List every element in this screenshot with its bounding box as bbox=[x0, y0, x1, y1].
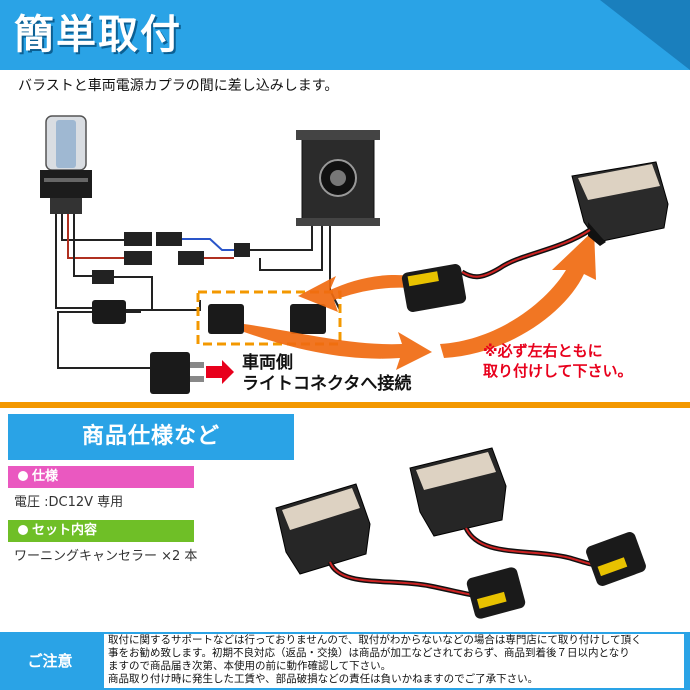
bullet-icon bbox=[18, 471, 28, 481]
install-both-sides-note: ※必ず左右ともに 取り付けして下さい。 bbox=[483, 341, 633, 381]
spec-label: 仕様 bbox=[8, 466, 194, 488]
caution-text: 取付に関するサポートなどは行っておりませんので、取付がわからないなどの場合は専門… bbox=[104, 634, 684, 688]
insert-arrow-left bbox=[298, 274, 412, 312]
insert-arrow-right bbox=[244, 324, 432, 370]
set-label-text: セット内容 bbox=[32, 523, 98, 538]
bulb-connectors bbox=[92, 232, 204, 324]
spec-section-title: 商品仕様など bbox=[8, 414, 294, 460]
connection-point-highlight bbox=[196, 290, 342, 346]
page-title: 簡単取付 bbox=[14, 12, 182, 58]
mid-connector bbox=[234, 243, 250, 257]
caution-footer: ご注意 取付に関するサポートなどは行っておりませんので、取付がわからないなどの場… bbox=[0, 632, 690, 690]
ballast-image bbox=[296, 130, 380, 226]
spec-section: 商品仕様など 仕様 電圧 :DC12V 専用 セット内容 ワーニングキャンセラー… bbox=[0, 402, 690, 636]
caution-line: 取付に関するサポートなどは行っておりませんので、取付がわからないなどの場合は専門… bbox=[108, 634, 642, 646]
canceller-unit-front bbox=[275, 483, 526, 619]
caution-label: ご注意 bbox=[27, 652, 73, 670]
vehicle-socket-image bbox=[150, 352, 204, 394]
caution-line: ますので商品届き次第、本使用の前に動作確認して下さい。 bbox=[108, 660, 392, 672]
canceller-unit-back bbox=[409, 447, 646, 586]
vehicle-connector bbox=[208, 304, 244, 334]
spec-label-text: 仕様 bbox=[32, 469, 59, 484]
vehicle-side-callout-line2: ライトコネクタへ接続 bbox=[242, 374, 412, 394]
insert-arrow-up bbox=[440, 230, 596, 358]
note-line1: ※必ず左右ともに bbox=[483, 342, 603, 360]
ballast-connector bbox=[290, 304, 326, 334]
caution-line: 商品取り付け時に発生した工賃や、部品破損などの責任は負いかねますのでご了承下さい… bbox=[108, 673, 539, 685]
set-contents-label: セット内容 bbox=[8, 520, 194, 542]
warning-canceller-image bbox=[401, 161, 669, 312]
bulb-wires bbox=[55, 214, 124, 309]
set-contents-value: ワーニングキャンセラー ×2 本 bbox=[14, 549, 198, 564]
hid-bulb-image bbox=[40, 115, 92, 214]
bullet-icon bbox=[18, 525, 28, 535]
header-decoration bbox=[600, 0, 690, 70]
note-line2: 取り付けして下さい。 bbox=[483, 362, 633, 380]
pointer-arrow bbox=[206, 360, 234, 384]
header-banner: 簡単取付 bbox=[0, 0, 690, 70]
product-photo bbox=[275, 447, 646, 619]
caution-line: 事をお勧め致します。初期不良対応（返品・交換）は商品が加工などされておらず、商品… bbox=[108, 647, 630, 659]
wiring-diagram bbox=[40, 115, 669, 394]
instruction-text: バラストと車両電源カプラの間に差し込みします。 bbox=[18, 78, 339, 94]
spec-value: 電圧 :DC12V 専用 bbox=[14, 495, 124, 510]
vehicle-side-callout-line1: 車両側 bbox=[242, 353, 293, 373]
